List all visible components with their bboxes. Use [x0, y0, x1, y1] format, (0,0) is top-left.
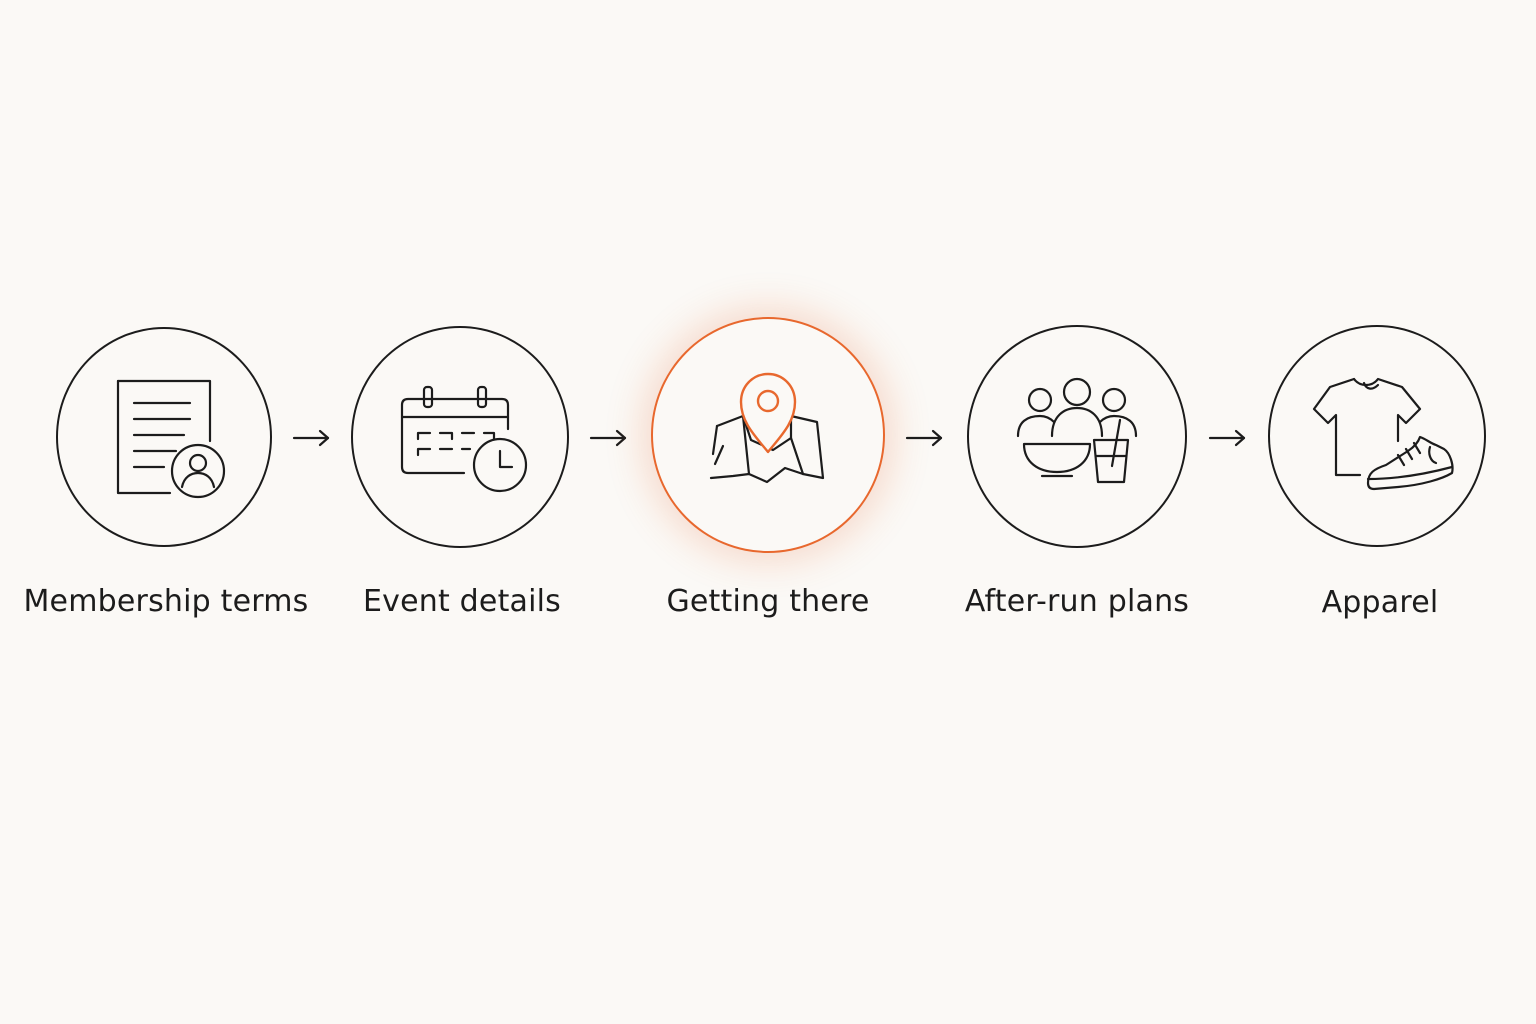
arrow-right-icon	[292, 429, 330, 447]
step-label: Event details	[362, 584, 562, 619]
arrow-right-icon	[589, 429, 627, 447]
step-event-details[interactable]	[351, 326, 569, 548]
arrow-right-icon	[905, 429, 943, 447]
step-apparel[interactable]	[1268, 325, 1486, 547]
arrow-right-icon	[1208, 429, 1246, 447]
document-user-icon	[116, 379, 226, 499]
step-label: Apparel	[1321, 585, 1439, 620]
step-label: Membership terms	[23, 584, 309, 619]
calendar-clock-icon	[400, 385, 528, 493]
step-after-run-plans[interactable]	[967, 325, 1187, 548]
map-pin-icon	[709, 372, 825, 484]
group-food-drink-icon	[1016, 377, 1138, 483]
step-label: Getting there	[666, 584, 870, 619]
step-membership-terms[interactable]	[56, 327, 272, 547]
shirt-shoe-icon	[1312, 377, 1454, 491]
step-label: After-run plans	[964, 584, 1190, 619]
step-getting-there[interactable]	[651, 317, 885, 553]
